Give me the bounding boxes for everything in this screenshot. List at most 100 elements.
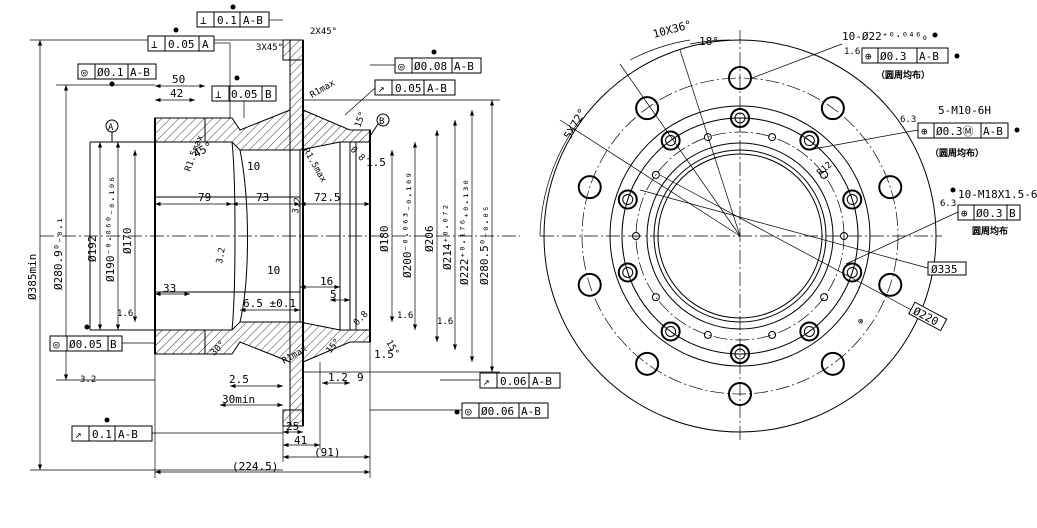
bolt-hole <box>878 175 903 200</box>
bolt-hole <box>635 96 660 121</box>
svg-text:⊕: ⊕ <box>865 50 872 63</box>
svg-text:Ø0.3: Ø0.3 <box>976 207 1003 220</box>
svg-text:3.2: 3.2 <box>291 197 304 215</box>
svg-text:◎: ◎ <box>465 405 472 418</box>
svg-text:Ø190⁻⁰·⁰⁶⁰₋₀.₁₀₆: Ø190⁻⁰·⁰⁶⁰₋₀.₁₀₆ <box>104 176 117 282</box>
svg-text:B: B <box>379 117 384 127</box>
svg-text:3.2: 3.2 <box>80 375 96 385</box>
pin-hole-inner <box>632 232 640 240</box>
outer-circle <box>543 39 937 433</box>
svg-text:圆周均布: 圆周均布 <box>972 225 1008 237</box>
svg-text:Ø206: Ø206 <box>423 226 436 253</box>
radius-r12: R12 <box>816 160 835 178</box>
svg-text:Ø385min: Ø385min <box>26 254 39 300</box>
svg-text:79: 79 <box>198 191 211 204</box>
tapped-hole-inner <box>622 194 634 206</box>
hole10-callout: 10-Ø22⁺⁰·⁰⁴⁶₀ ⊕ Ø0.3 A-B （圆周均布） 1.6 <box>751 30 960 81</box>
svg-text:25: 25 <box>286 420 299 433</box>
datum-a-symbol: A <box>105 119 119 142</box>
svg-text:B: B <box>1009 207 1016 220</box>
tapped-hole <box>730 108 750 128</box>
tapped-hole-inner <box>846 194 858 206</box>
svg-text:A-B: A-B <box>521 405 541 418</box>
tapped-hole-inner <box>803 325 815 337</box>
svg-text:B: B <box>110 338 117 351</box>
fcf-datum: A-B <box>243 14 263 27</box>
fcf-concentric-4: ◎ Ø0.06 A-B <box>461 402 549 419</box>
tapped-hole-inner <box>734 112 746 124</box>
svg-text:（圆周均布）: （圆周均布） <box>930 147 984 159</box>
svg-text:A-B: A-B <box>427 82 447 95</box>
svg-text:◎: ◎ <box>398 60 405 73</box>
angle-10x36: 10X36° <box>651 18 693 41</box>
svg-text:50: 50 <box>172 73 185 86</box>
svg-text:A-B: A-B <box>118 428 138 441</box>
svg-text:Ø0.05: Ø0.05 <box>69 338 102 351</box>
tapped-hole <box>660 130 681 151</box>
svg-text:1.5: 1.5 <box>366 156 386 169</box>
pin-hole-inner <box>651 170 660 179</box>
svg-text:3.2: 3.2 <box>215 247 228 265</box>
svg-text:0.06: 0.06 <box>500 375 527 388</box>
svg-text:10: 10 <box>247 160 260 173</box>
svg-text:Ø0.3: Ø0.3 <box>880 50 907 63</box>
svg-text:(224.5): (224.5) <box>232 460 278 473</box>
svg-text:B: B <box>265 88 272 101</box>
svg-text:1.2: 1.2 <box>328 371 348 384</box>
pin-hole-inner <box>820 293 829 302</box>
section-view: ⊥ 0.1 A-B ⊥ 0.05 A ◎ Ø0.1 A-B ⊥ 0.05 B <box>26 4 561 478</box>
svg-text:0.1: 0.1 <box>92 428 112 441</box>
svg-text:Ø0.1: Ø0.1 <box>97 66 124 79</box>
fcf-runout-2: ↗ 0.06 A-B <box>479 372 561 389</box>
svg-text:Ø180: Ø180 <box>378 226 391 253</box>
fcf-runout-1: ↗ 0.05 A-B <box>374 79 456 96</box>
section-outline <box>89 40 371 426</box>
svg-text:1.6: 1.6 <box>397 311 413 321</box>
svg-text:2.5: 2.5 <box>229 373 249 386</box>
svg-text:⊕: ⊕ <box>961 207 968 220</box>
svg-text:↗: ↗ <box>378 82 385 95</box>
svg-text:10-Ø22⁺⁰·⁰⁴⁶₀: 10-Ø22⁺⁰·⁰⁴⁶₀ <box>842 30 928 43</box>
svg-text:30min: 30min <box>222 393 255 406</box>
tapped-holes-mid <box>632 133 848 339</box>
svg-text:A-B: A-B <box>454 60 474 73</box>
svg-text:10-M18X1.5-6H: 10-M18X1.5-6H <box>958 188 1037 201</box>
bolt-hole <box>878 272 903 297</box>
bolt-hole <box>577 175 602 200</box>
svg-text:↗: ↗ <box>483 375 490 388</box>
svg-text:Ø280.5⁰₋₀.₀₅: Ø280.5⁰₋₀.₀₅ <box>478 206 491 285</box>
dimension-lines <box>30 39 500 478</box>
svg-text:73: 73 <box>256 191 269 204</box>
tapped-holes-inner <box>617 108 863 364</box>
hole10b-callout: 10-M18X1.5-6H ⊕ Ø0.3 B 圆周均布 6.3 <box>845 187 1037 265</box>
svg-text:⊥: ⊥ <box>151 38 158 51</box>
bolt-holes-outer <box>577 66 903 406</box>
svg-text:Ø280.9⁰₋₀.₁: Ø280.9⁰₋₀.₁ <box>52 217 65 290</box>
tapped-hole-inner <box>665 325 677 337</box>
svg-text:42: 42 <box>170 87 183 100</box>
svg-text:41: 41 <box>294 434 307 447</box>
bolt-hole <box>728 382 752 406</box>
svg-text:⊕: ⊕ <box>921 125 928 138</box>
svg-text:6.5 ±0.1: 6.5 ±0.1 <box>243 297 296 310</box>
bolt-hole <box>728 66 752 90</box>
tapped-hole <box>842 189 863 210</box>
fcf-perp-2: ⊥ 0.05 A <box>147 35 215 52</box>
tapped-hole <box>799 321 820 342</box>
fcf-runout-3: ↗ 0.1 A-B <box>71 425 153 442</box>
tapped-hole-inner <box>622 266 634 278</box>
dia220-label: Ø220 <box>911 305 941 329</box>
svg-text:16: 16 <box>320 275 333 288</box>
tapped-hole-inner <box>734 348 746 360</box>
angle-18: 18° <box>699 35 719 48</box>
pin-hole-inner <box>703 133 712 142</box>
svg-text:Ø0.3Ⓜ: Ø0.3Ⓜ <box>936 125 974 138</box>
fcf-perp-1: ⊥ 0.1 A-B <box>196 11 270 28</box>
hole5-callout: 5-M10-6H ⊕ Ø0.3Ⓜ A-B （圆周均布） 6.3 <box>807 104 1020 159</box>
svg-text:9: 9 <box>357 371 364 384</box>
svg-text:Ø170: Ø170 <box>121 228 134 255</box>
tapped-hole <box>617 262 638 283</box>
fcf-concentric-2: ◎ Ø0.08 A-B <box>394 57 482 74</box>
svg-text:Ø222⁺⁰·¹⁷⁶₊₀.₁₃₀: Ø222⁺⁰·¹⁷⁶₊₀.₁₃₀ <box>458 179 471 285</box>
